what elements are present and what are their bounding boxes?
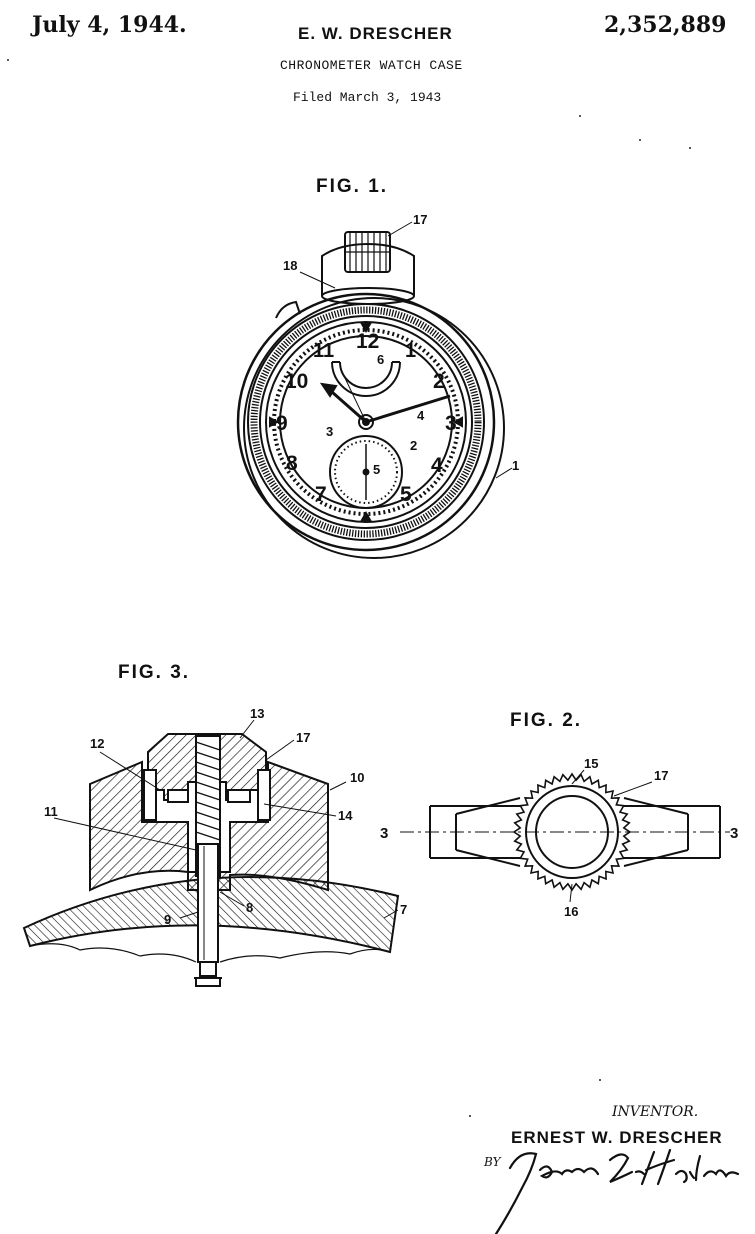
fig3-ref-12: 12 [90,736,105,751]
fig3-ref-17: 17 [296,730,311,745]
by-label: BY [484,1155,501,1169]
fig2-ref-3-right: 3 [730,825,739,842]
dial-2: 2 [433,370,445,393]
fig2-label: FIG. 2. [510,710,583,731]
dial-10: 10 [285,370,309,393]
fig1-ref-3: 3 [326,424,334,439]
fig2-ref-15: 15 [584,756,599,771]
attorney-signature [494,1148,740,1234]
dial-8: 8 [286,452,298,475]
paper-specks [7,59,691,1117]
filed-date: Filed March 3, 1943 [293,90,442,105]
fig2-ref-3-left: 3 [380,825,389,842]
fig1-ref-18: 18 [283,258,298,273]
fig3-ref-13: 13 [250,706,265,721]
fig1-watch-drawing [236,221,513,559]
inventor-full-name: ERNEST W. DRESCHER [511,1128,723,1147]
dial-4: 4 [431,454,443,477]
patent-number: 2,352,889 [604,12,727,38]
fig3-ref-11: 11 [44,804,58,819]
inventor-short-name: E. W. DRESCHER [298,24,453,43]
fig3-ref-9: 9 [164,912,172,927]
fig1-ref-2: 2 [410,438,418,453]
dial-11: 11 [313,340,335,362]
fig3-ref-8: 8 [246,900,254,915]
patent-title: CHRONOMETER WATCH CASE [280,58,463,73]
inventor-label: INVENTOR. [612,1104,699,1120]
fig1-ref-17: 17 [413,212,428,227]
fig3-ref-7: 7 [400,902,408,917]
fig1-ref-5: 5 [373,462,381,477]
dial-5: 5 [400,483,412,506]
fig1-ref-6: 6 [377,352,385,367]
fig2-top-view-drawing [400,769,730,903]
fig3-section-drawing [22,719,400,987]
patent-date: July 4, 1944. [32,12,187,38]
fig3-ref-14: 14 [338,808,353,823]
dial-9: 9 [276,412,288,435]
dial-3: 3 [445,412,457,435]
fig3-label: FIG. 3. [118,662,191,683]
fig2-ref-16: 16 [564,904,579,919]
dial-1: 1 [405,340,417,362]
dial-7: 7 [315,483,327,506]
fig1-label: FIG. 1. [316,176,389,197]
fig2-ref-17: 17 [654,768,669,783]
fig3-ref-10: 10 [350,770,365,785]
dial-12: 12 [356,330,380,353]
fig1-ref-4: 4 [417,408,425,423]
fig1-ref-1: 1 [512,458,520,473]
